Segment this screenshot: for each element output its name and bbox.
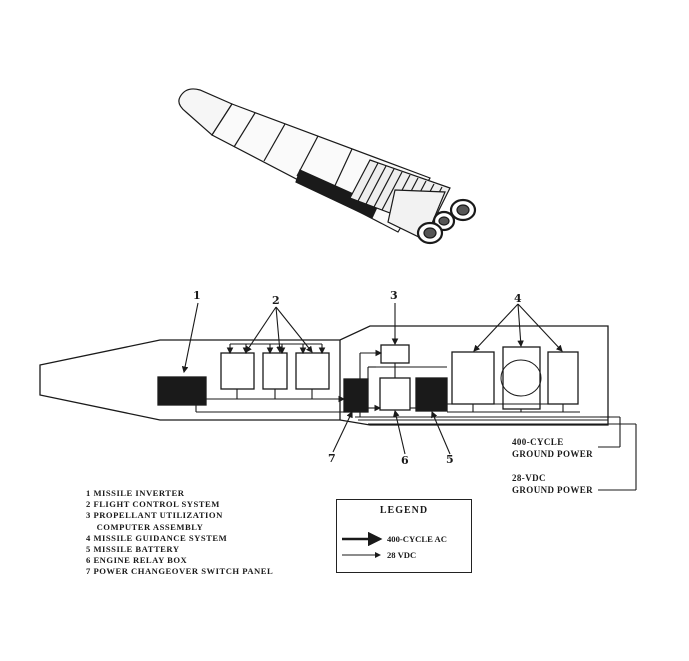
callout-4: 4 (514, 292, 522, 305)
callout-leaders (181, 302, 563, 455)
engine-relay-box (379, 377, 411, 411)
callout-7: 7 (328, 452, 336, 465)
ac-ground-label-2: GROUND POWER (512, 449, 594, 459)
flight-control-box-b (262, 352, 288, 390)
missile-illustration (178, 88, 477, 245)
legend-dc-label: 28 VDC (387, 550, 417, 560)
legend-samples (342, 531, 383, 558)
power-changeover-block (343, 378, 369, 413)
pu-computer-box (380, 344, 410, 364)
guidance-box-c (547, 351, 579, 405)
missile-outline (39, 325, 609, 426)
legend-box: LEGEND 400-CYCLE AC 28 VDC (336, 499, 472, 573)
component-item: 6 ENGINE RELAY BOX (86, 555, 188, 566)
component-item: 7 POWER CHANGEOVER SWITCH PANEL (86, 566, 274, 577)
component-boxes (157, 344, 579, 413)
dc-ground-label-2: GROUND POWER (512, 485, 594, 495)
callout-6: 6 (401, 454, 409, 467)
missile-inverter-block (157, 376, 207, 406)
component-item: 5 MISSILE BATTERY (86, 544, 180, 555)
flight-control-box-c (295, 352, 330, 390)
missile-battery-block (415, 377, 448, 412)
wiring (195, 343, 637, 491)
component-item: 4 MISSILE GUIDANCE SYSTEM (86, 532, 228, 543)
component-item: COMPUTER ASSEMBLY (86, 521, 204, 532)
legend-ac-label: 400-CYCLE AC (387, 534, 447, 544)
callout-2: 2 (272, 294, 280, 307)
dc-ground-label-1: 28-VDC (512, 473, 546, 483)
callout-3: 3 (390, 289, 398, 302)
component-item: 3 PROPELLANT UTILIZATION (86, 510, 223, 521)
component-item: 2 FLIGHT CONTROL SYSTEM (86, 499, 220, 510)
callout-5: 5 (446, 453, 454, 466)
guidance-box-b (502, 346, 541, 410)
flight-control-box-a (220, 352, 255, 390)
legend-title: LEGEND (379, 505, 429, 516)
guidance-box-a (451, 351, 495, 405)
component-list: 1 MISSILE INVERTER 2 FLIGHT CONTROL SYST… (86, 488, 273, 578)
component-item: 1 MISSILE INVERTER (86, 488, 185, 498)
callout-1: 1 (193, 289, 201, 302)
ac-ground-label-1: 400-CYCLE (512, 437, 564, 447)
